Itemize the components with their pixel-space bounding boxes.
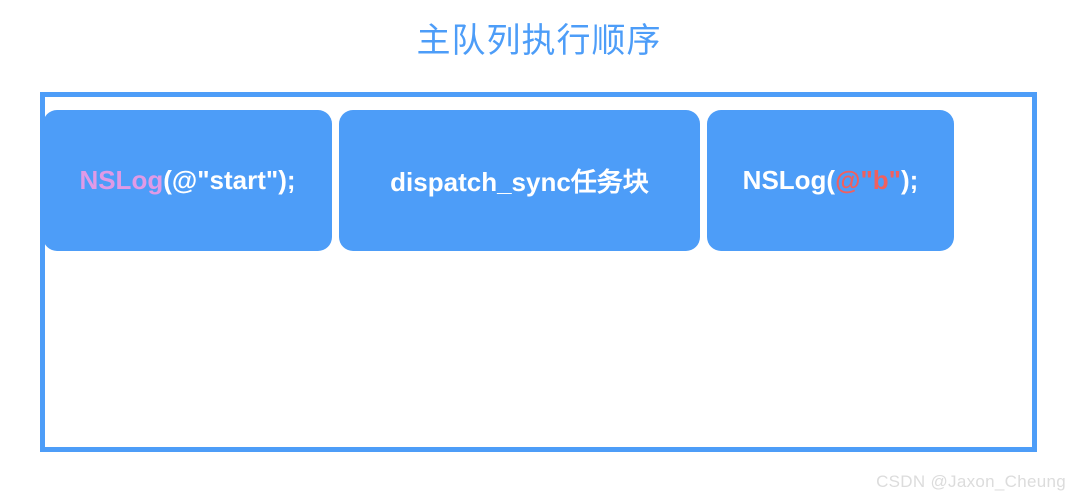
code-token-close: ); — [900, 165, 919, 195]
code-token-string: @"b" — [835, 165, 901, 195]
page-title: 主队列执行顺序 — [416, 22, 662, 60]
task-box-nslog-b: NSLog(@"b"); — [707, 110, 954, 251]
task-box-row: NSLog(@"start"); dispatch_sync任务块 NSLog(… — [43, 110, 955, 251]
code-line-2: dispatch_sync任务块 — [390, 162, 649, 199]
task-box-dispatch-sync: dispatch_sync任务块 — [339, 110, 700, 251]
code-token-label: dispatch_sync任务块 — [390, 167, 649, 197]
code-token-args: (@"start"); — [163, 165, 296, 195]
code-line-3: NSLog(@"b"); — [743, 165, 919, 196]
code-token-function-open: NSLog( — [742, 165, 836, 195]
watermark-text: CSDN @Jaxon_Cheung — [876, 472, 1066, 491]
code-token-function: NSLog — [79, 165, 164, 195]
code-line-1: NSLog(@"start"); — [79, 165, 295, 196]
task-box-nslog-start: NSLog(@"start"); — [43, 110, 332, 251]
